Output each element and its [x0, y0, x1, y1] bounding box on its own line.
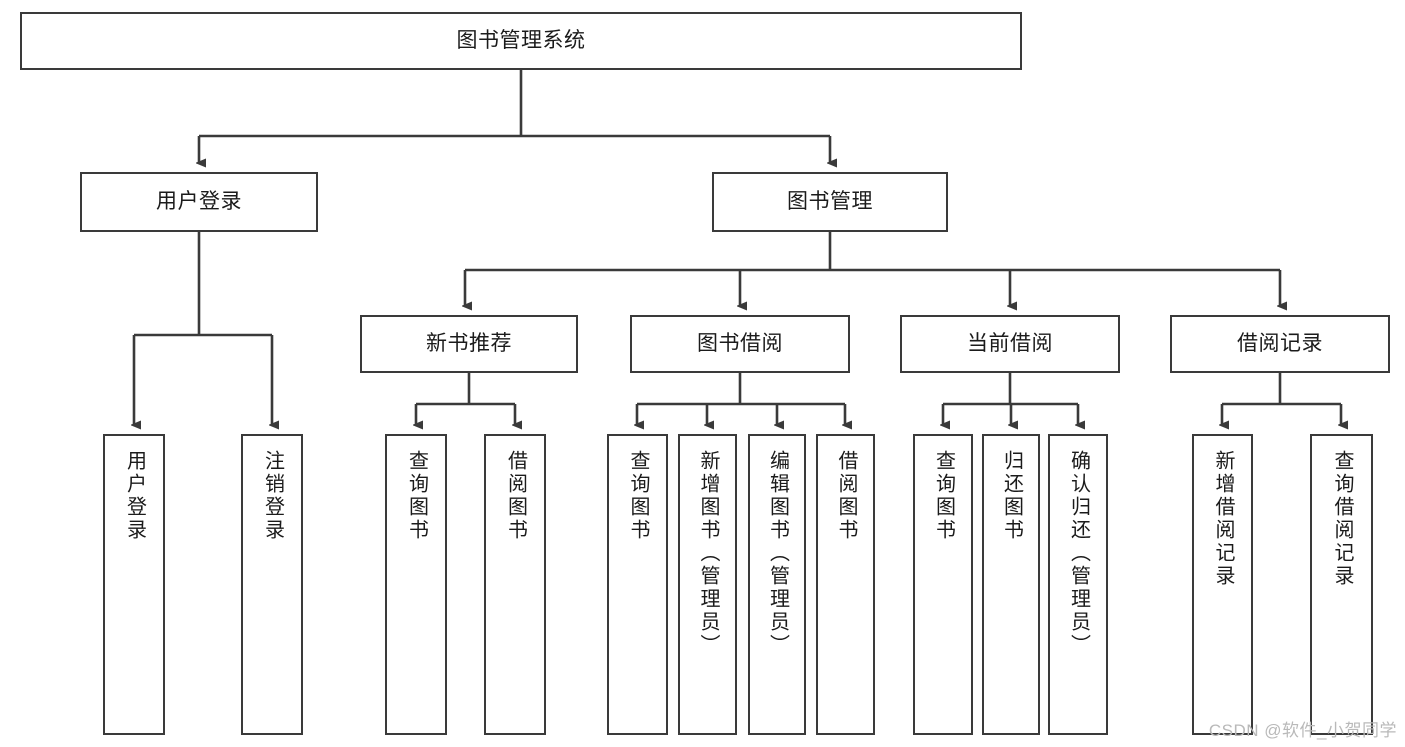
leaf-borrow-book-2-label: 借阅图书	[835, 450, 857, 542]
leaf-user-logout[interactable]: 注销登录	[241, 434, 303, 735]
leaf-query-book-1[interactable]: 查询图书	[385, 434, 447, 735]
node-book-borrow[interactable]: 图书借阅	[630, 315, 850, 373]
leaf-query-book-2-label: 查询图书	[627, 450, 649, 542]
leaf-borrow-book-1[interactable]: 借阅图书	[484, 434, 546, 735]
node-book-borrow-label: 图书借阅	[697, 331, 783, 355]
node-book-manage-label: 图书管理	[787, 189, 873, 213]
leaf-user-logout-label: 注销登录	[261, 450, 284, 542]
leaf-add-record-label: 新增借阅记录	[1212, 450, 1234, 588]
leaf-confirm-return[interactable]: 确认归还（管理员）	[1048, 434, 1108, 735]
leaf-query-book-2[interactable]: 查询图书	[607, 434, 668, 735]
node-book-manage[interactable]: 图书管理	[712, 172, 948, 232]
leaf-add-book-label: 新增图书（管理员）	[697, 450, 719, 657]
leaf-edit-book-label: 编辑图书（管理员）	[766, 450, 789, 657]
leaf-edit-book[interactable]: 编辑图书（管理员）	[748, 434, 806, 735]
leaf-query-book-1-label: 查询图书	[405, 450, 428, 542]
leaf-confirm-return-label: 确认归还（管理员）	[1067, 450, 1090, 657]
node-current-borrow[interactable]: 当前借阅	[900, 315, 1120, 373]
node-root[interactable]: 图书管理系统	[20, 12, 1022, 70]
leaf-user-login[interactable]: 用户登录	[103, 434, 165, 735]
leaf-query-record[interactable]: 查询借阅记录	[1310, 434, 1373, 735]
leaf-query-record-label: 查询借阅记录	[1331, 450, 1353, 588]
node-borrow-record-label: 借阅记录	[1237, 331, 1323, 355]
node-new-book-recommend-label: 新书推荐	[426, 331, 512, 355]
node-user-login[interactable]: 用户登录	[80, 172, 318, 232]
leaf-user-login-label: 用户登录	[123, 450, 146, 542]
node-borrow-record[interactable]: 借阅记录	[1170, 315, 1390, 373]
node-user-login-label: 用户登录	[156, 189, 242, 213]
node-current-borrow-label: 当前借阅	[967, 331, 1053, 355]
leaf-query-book-3[interactable]: 查询图书	[913, 434, 973, 735]
node-root-label: 图书管理系统	[456, 28, 586, 52]
leaf-query-book-3-label: 查询图书	[932, 450, 955, 542]
leaf-add-book[interactable]: 新增图书（管理员）	[678, 434, 737, 735]
leaf-add-record[interactable]: 新增借阅记录	[1192, 434, 1253, 735]
watermark: CSDN @软件_小贺同学	[1208, 721, 1397, 740]
node-new-book-recommend[interactable]: 新书推荐	[360, 315, 578, 373]
leaf-return-book[interactable]: 归还图书	[982, 434, 1040, 735]
leaf-borrow-book-1-label: 借阅图书	[504, 450, 527, 542]
leaf-borrow-book-2[interactable]: 借阅图书	[816, 434, 875, 735]
leaf-return-book-label: 归还图书	[1000, 450, 1023, 542]
